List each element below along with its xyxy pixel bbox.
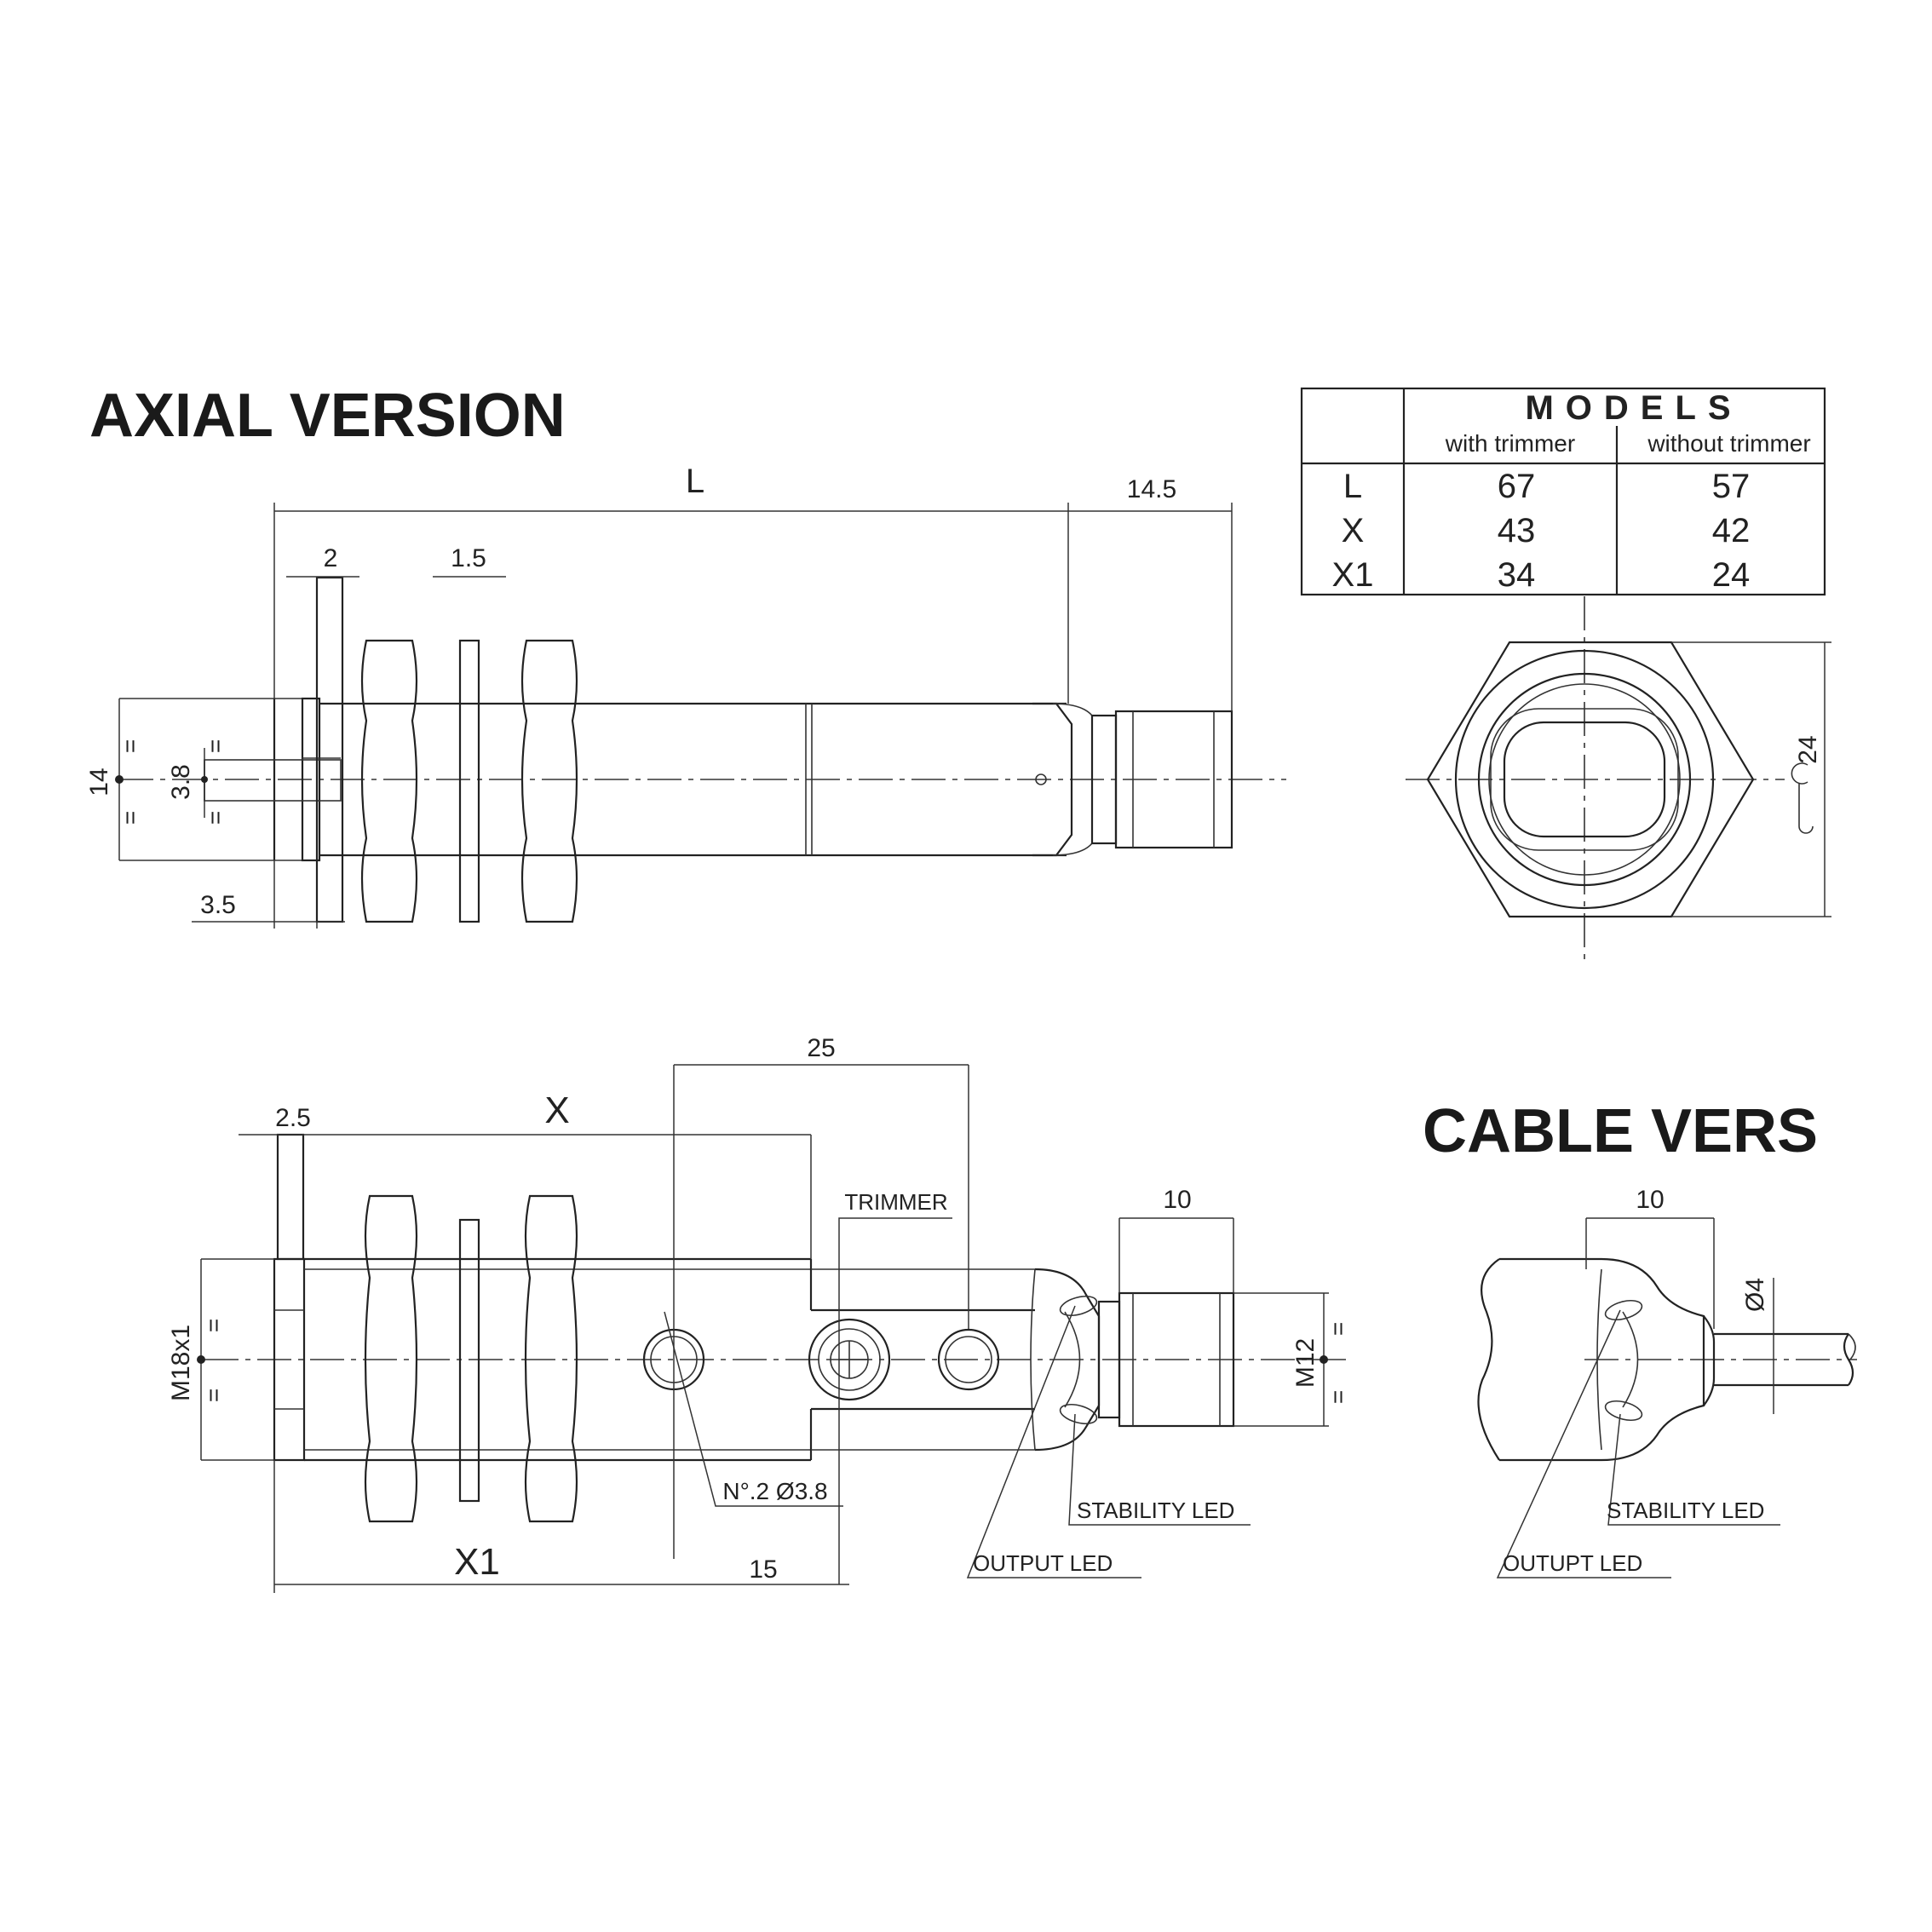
- axial-version-title: AXIAL VERSION: [89, 382, 566, 450]
- eq-14-bottom: =: [117, 811, 143, 825]
- dim-2: 2: [324, 544, 338, 572]
- dim-X: X: [544, 1090, 569, 1131]
- row-X-without: 42: [1712, 512, 1751, 549]
- row-label-X: X: [1342, 512, 1365, 549]
- models-header: MODELS: [1525, 389, 1742, 427]
- row-L-without: 57: [1712, 468, 1751, 505]
- dim-15: 15: [749, 1555, 777, 1584]
- col-with-trimmer: with trimmer: [1445, 430, 1575, 457]
- models-table: MODELS with trimmer without trimmer L 67…: [1300, 387, 1826, 596]
- dim-2-5: 2.5: [275, 1104, 311, 1132]
- dim-X1: X1: [454, 1541, 500, 1583]
- label-stability-led: STABILITY LED: [1077, 1498, 1234, 1523]
- dim-3-5: 3.5: [200, 891, 236, 919]
- row-label-L: L: [1343, 468, 1362, 505]
- end-view: 24: [1406, 596, 1831, 963]
- dim-14: 14: [85, 768, 113, 796]
- dim-wrench-24: 24: [1794, 735, 1822, 763]
- row-X1-with: 34: [1498, 556, 1536, 594]
- row-X-with: 43: [1498, 512, 1536, 549]
- trimmer-side-view: 25 2.5 X TRIMMER 10 M18x1 = = M12 = = N°…: [167, 1034, 1351, 1593]
- wrench-icon: [1791, 762, 1814, 834]
- eq-m12-top: =: [1325, 1322, 1351, 1336]
- dim-1-5: 1.5: [451, 544, 486, 572]
- eq-m18-bottom: =: [200, 1389, 227, 1402]
- dim-10-axial: 10: [1163, 1186, 1191, 1214]
- dim-14-5: 14.5: [1127, 475, 1176, 503]
- label-trimmer: TRIMMER: [844, 1189, 947, 1215]
- row-label-X1: X1: [1332, 556, 1374, 594]
- label-cable-output-led: OUTUPT LED: [1503, 1550, 1642, 1576]
- dim-10-cable: 10: [1636, 1186, 1664, 1214]
- eq-m12-bottom: =: [1325, 1390, 1351, 1404]
- dim-25: 25: [807, 1034, 835, 1062]
- eq-14-top: =: [117, 739, 143, 753]
- dim-L: L: [686, 463, 704, 500]
- dim-M12: M12: [1291, 1338, 1320, 1388]
- row-L-with: 67: [1498, 468, 1536, 505]
- col-without-trimmer: without trimmer: [1647, 430, 1810, 457]
- eq-3-8-bottom: =: [202, 811, 228, 825]
- dim-cable-diameter: Ø4: [1741, 1278, 1769, 1312]
- label-holes: N°.2 Ø3.8: [722, 1478, 827, 1504]
- cable-version-title: CABLE VERS: [1423, 1097, 1818, 1165]
- eq-m18-top: =: [200, 1319, 227, 1332]
- row-X1-without: 24: [1712, 556, 1751, 594]
- axial-side-view: L 14.5 2 1.5 14 = = 3.8 = = 3.5: [85, 463, 1286, 929]
- label-cable-stability-led: STABILITY LED: [1607, 1498, 1764, 1523]
- cable-version-view: 10 Ø4 STABILITY LED OUTUPT LED: [1477, 1186, 1857, 1578]
- dim-3-8: 3.8: [167, 764, 195, 800]
- dim-M18x1: M18x1: [167, 1325, 195, 1401]
- label-output-led: OUTPUT LED: [973, 1550, 1113, 1576]
- eq-3-8-top: =: [202, 739, 228, 753]
